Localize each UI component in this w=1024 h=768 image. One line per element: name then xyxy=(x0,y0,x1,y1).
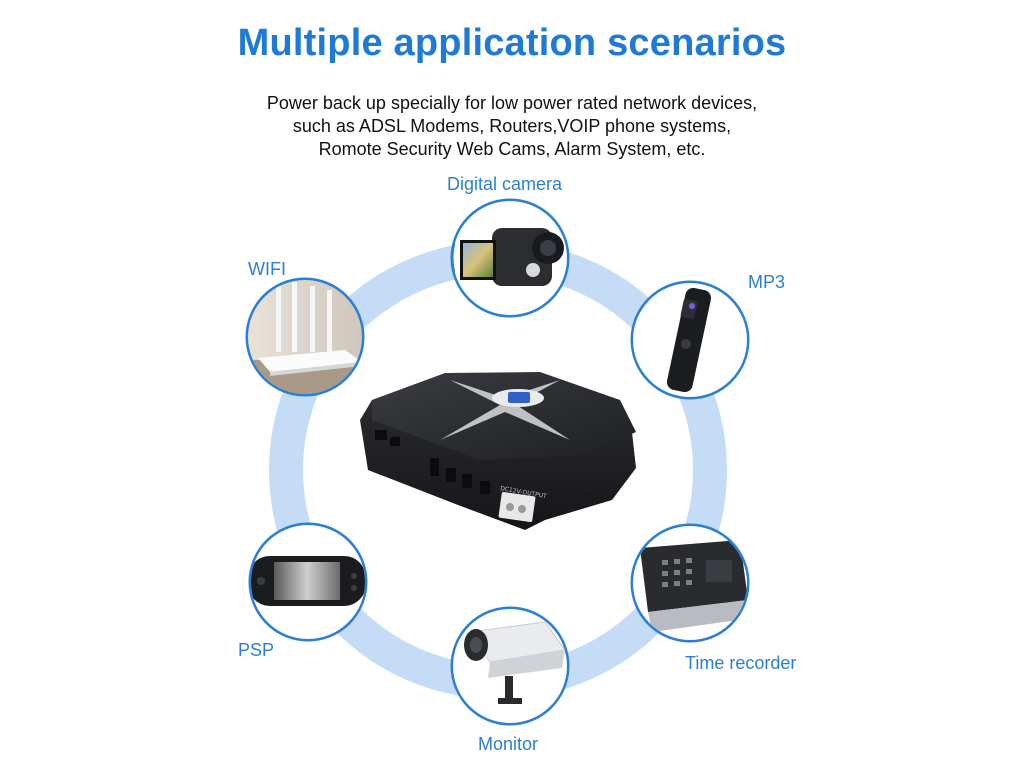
mini-ups-device: DC12V-OUTPUT xyxy=(360,372,636,530)
security-camera-icon xyxy=(453,609,567,723)
description-line-2: such as ADSL Modems, Routers,VOIP phone … xyxy=(292,116,732,136)
handheld-console-icon xyxy=(251,525,365,639)
label-psp: PSP xyxy=(238,640,275,660)
label-wifi: WIFI xyxy=(248,259,286,279)
camcorder-icon xyxy=(455,201,567,315)
label-monitor: Monitor xyxy=(478,734,539,754)
digital-camera-circle xyxy=(450,198,570,318)
mp3-player-icon xyxy=(633,283,747,397)
time-clock-icon xyxy=(633,526,747,640)
psp-circle xyxy=(248,522,368,642)
description: Power back up specially for low power ra… xyxy=(0,92,1024,161)
description-line-1: Power back up specially for low power ra… xyxy=(266,93,758,113)
monitor-circle xyxy=(450,606,570,726)
page-title: Multiple application scenarios xyxy=(237,22,787,64)
wifi-circle xyxy=(245,277,365,397)
label-time-recorder: Time recorder xyxy=(685,653,797,673)
label-digital-camera: Digital camera xyxy=(447,174,563,194)
router-icon xyxy=(248,280,362,394)
description-line-3: Romote Security Web Cams, Alarm System, … xyxy=(318,139,706,159)
mp3-circle xyxy=(630,280,750,400)
label-mp3: MP3 xyxy=(748,272,786,292)
time-recorder-circle xyxy=(630,523,750,643)
